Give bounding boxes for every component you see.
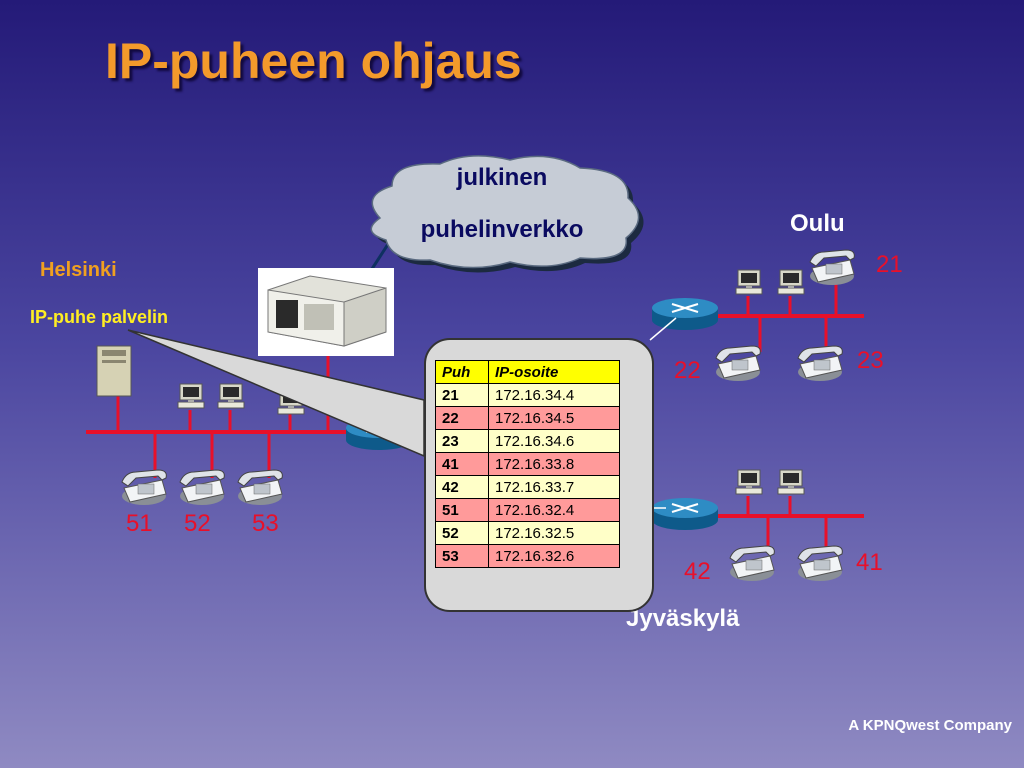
cloud-label-1: julkinen bbox=[456, 164, 548, 191]
table-cell-ip: 172.16.34.4 bbox=[488, 383, 620, 407]
table-cell-ip: 172.16.32.5 bbox=[488, 521, 620, 545]
callout-line-oulu bbox=[649, 317, 677, 341]
pc-icon bbox=[735, 469, 763, 495]
table-cell-puh: 53 bbox=[435, 544, 489, 568]
site-label-oulu: Oulu bbox=[790, 210, 845, 237]
pc-icon bbox=[217, 383, 245, 409]
phone-number: 53 bbox=[252, 510, 279, 537]
router-icon bbox=[651, 497, 719, 531]
phone-number: 42 bbox=[684, 558, 711, 585]
router-icon bbox=[651, 297, 719, 331]
phone-icon bbox=[797, 545, 843, 582]
table-cell-ip: 172.16.33.7 bbox=[488, 475, 620, 499]
phone-number: 52 bbox=[184, 510, 211, 537]
phone-icon bbox=[121, 469, 167, 506]
table-cell-puh: 52 bbox=[435, 521, 489, 545]
footer-credit: A KPNQwest Company bbox=[848, 717, 1012, 734]
phone-icon bbox=[179, 469, 225, 506]
phone-icon bbox=[237, 469, 283, 506]
server-photo bbox=[258, 268, 394, 356]
site-label-helsinki: Helsinki bbox=[40, 259, 117, 281]
table-header-ip: IP-osoite bbox=[488, 360, 620, 384]
cloud-label-2: puhelinverkko bbox=[420, 216, 584, 243]
phone-icon bbox=[729, 545, 775, 582]
pc-icon bbox=[777, 269, 805, 295]
table-cell-ip: 172.16.32.6 bbox=[488, 544, 620, 568]
table-cell-ip: 172.16.32.4 bbox=[488, 498, 620, 522]
table-cell-ip: 172.16.33.8 bbox=[488, 452, 620, 476]
phone-number: 21 bbox=[876, 251, 903, 278]
phone-number: 51 bbox=[126, 510, 153, 537]
phone-number: 23 bbox=[857, 347, 884, 374]
server-label: IP-puhe palvelin bbox=[30, 307, 169, 327]
table-cell-ip: 172.16.34.5 bbox=[488, 406, 620, 430]
table-cell-puh: 41 bbox=[435, 452, 489, 476]
phone-icon bbox=[715, 345, 761, 382]
phone-icon bbox=[797, 345, 843, 382]
table-cell-puh: 42 bbox=[435, 475, 489, 499]
cloud-icon bbox=[370, 155, 644, 273]
tower-server-icon bbox=[96, 345, 132, 397]
phone-number: 22 bbox=[674, 357, 701, 384]
table-header-puh: Puh bbox=[435, 360, 489, 384]
table-cell-ip: 172.16.34.6 bbox=[488, 429, 620, 453]
table-cell-puh: 51 bbox=[435, 498, 489, 522]
phone-number: 41 bbox=[856, 549, 883, 576]
table-cell-puh: 23 bbox=[435, 429, 489, 453]
table-cell-puh: 21 bbox=[435, 383, 489, 407]
site-label-jyvaskyla: Jyväskylä bbox=[626, 605, 740, 632]
page-title: IP-puheen ohjaus bbox=[105, 33, 522, 89]
table-cell-puh: 22 bbox=[435, 406, 489, 430]
pc-icon bbox=[177, 383, 205, 409]
pc-icon bbox=[777, 469, 805, 495]
phone-icon bbox=[809, 249, 855, 286]
pc-icon bbox=[735, 269, 763, 295]
